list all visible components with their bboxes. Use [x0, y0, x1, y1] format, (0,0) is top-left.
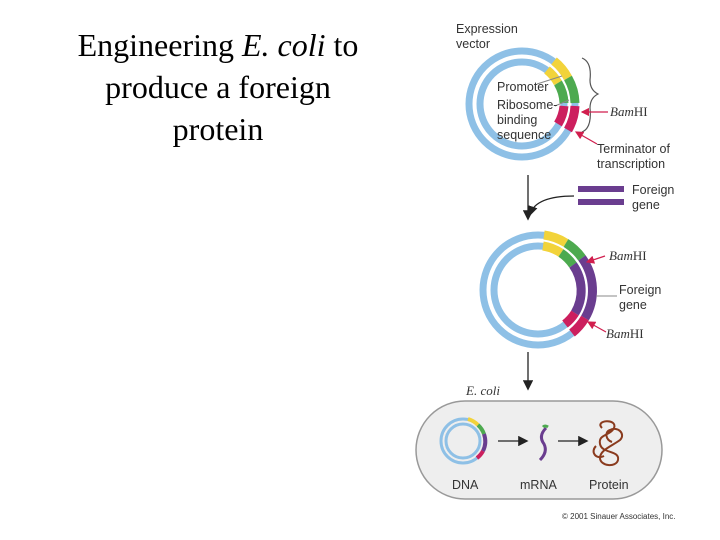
slide-title: Engineering E. coli to produce a foreign… — [18, 24, 418, 150]
label-promoter: Promoter — [497, 80, 548, 94]
expression-vector-plasmid — [465, 47, 608, 161]
recombinant-rbs-inner — [558, 249, 577, 268]
label-rbs-1: Ribosome- — [497, 98, 557, 112]
label-foreign-top-1: Foreign — [632, 183, 674, 197]
label-foreign-top-2: gene — [632, 198, 660, 212]
mrna-strand — [538, 426, 548, 462]
foreign-gene-strand-1 — [578, 186, 624, 192]
terminator-arrow — [574, 131, 598, 145]
label-terminator-2: transcription — [597, 157, 665, 171]
gene-cassette-brace — [581, 57, 600, 133]
label-rbs-2: binding — [497, 113, 537, 127]
recombinant-terminator-inner — [562, 310, 579, 328]
vector-inner-ring — [476, 58, 568, 150]
label-bamhi-top: BamHI — [610, 104, 648, 119]
protein-coil — [592, 420, 624, 466]
label-bamhi-mid: BamHI — [609, 248, 647, 263]
mrna-leader — [541, 424, 549, 429]
label-ecoli: E. coli — [465, 383, 500, 398]
label-protein: Protein — [589, 478, 629, 492]
label-rbs-3: sequence — [497, 128, 551, 142]
terminator-segment-inner — [554, 105, 569, 127]
cell-plasmid-magenta — [475, 449, 485, 460]
terminator-segment — [564, 105, 580, 133]
title-line1-italic: E. coli — [241, 27, 326, 63]
cell-plasmid-yellow — [467, 417, 480, 427]
label-foreign-mid-1: Foreign — [619, 283, 661, 297]
label-expression: Expression — [456, 22, 518, 36]
recombinant-foreign-gene — [578, 255, 597, 321]
rbs-segment — [564, 75, 580, 104]
protein-chain-tail — [592, 445, 605, 458]
recombinant-plasmid — [479, 230, 617, 349]
title-line2: produce a foreign — [105, 69, 331, 105]
cell-plasmid-purple — [481, 433, 488, 452]
recombinant-promoter — [543, 230, 569, 247]
title-line3: protein — [172, 111, 264, 147]
label-vector: vector — [456, 37, 490, 51]
label-mrna: mRNA — [520, 478, 557, 492]
label-terminator-1: Terminator of — [597, 142, 670, 156]
recombinant-promoter-inner — [542, 241, 564, 257]
insertion-arrow — [527, 195, 575, 217]
vector-outer-ring — [465, 47, 579, 161]
protein-chain — [598, 420, 624, 466]
rbs-segment-inner — [554, 80, 569, 104]
foreign-gene-strand-2 — [578, 199, 624, 205]
cell-plasmid-inner — [444, 422, 482, 460]
label-dna: DNA — [452, 478, 479, 492]
bamhi-arrow-mid — [585, 255, 606, 264]
cell-plasmid-green — [476, 423, 486, 435]
title-line1-pre: Engineering — [77, 27, 242, 63]
recombinant-rbs — [563, 239, 586, 261]
foreign-gene-fragment — [578, 186, 624, 205]
promoter-segment — [551, 57, 572, 81]
title-line1-post: to — [325, 27, 359, 63]
promoter-segment-inner — [544, 66, 562, 86]
copyright-notice: © 2001 Sinauer Associates, Inc. — [562, 512, 676, 521]
label-foreign-mid-2: gene — [619, 298, 647, 312]
bamhi-arrow-bottom — [586, 321, 607, 333]
label-bamhi-bottom: BamHI — [606, 326, 644, 341]
cell-plasmid — [439, 417, 488, 465]
recombinant-foreign-gene-inner — [569, 262, 586, 316]
recombinant-terminator — [569, 315, 589, 337]
